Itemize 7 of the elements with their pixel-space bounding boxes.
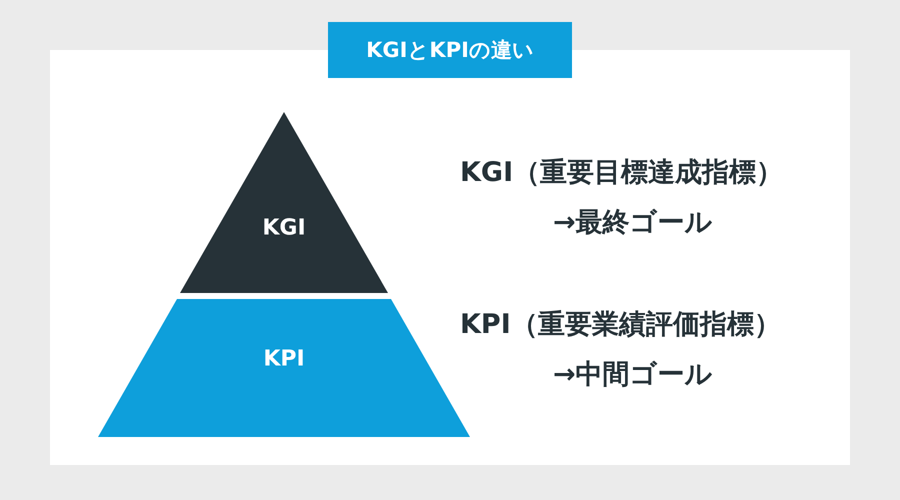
goal-text: →最終ゴール [553, 206, 713, 240]
goal-text: →中間ゴール [553, 358, 713, 392]
definition-text: KPI（重要業績評価指標） [460, 308, 781, 342]
title-banner: KGIとKPIの違い [328, 22, 572, 78]
level-label: KGI [262, 216, 306, 240]
level-label: KPI [263, 346, 305, 372]
definition-text: KGI（重要目標達成指標） [460, 156, 784, 190]
